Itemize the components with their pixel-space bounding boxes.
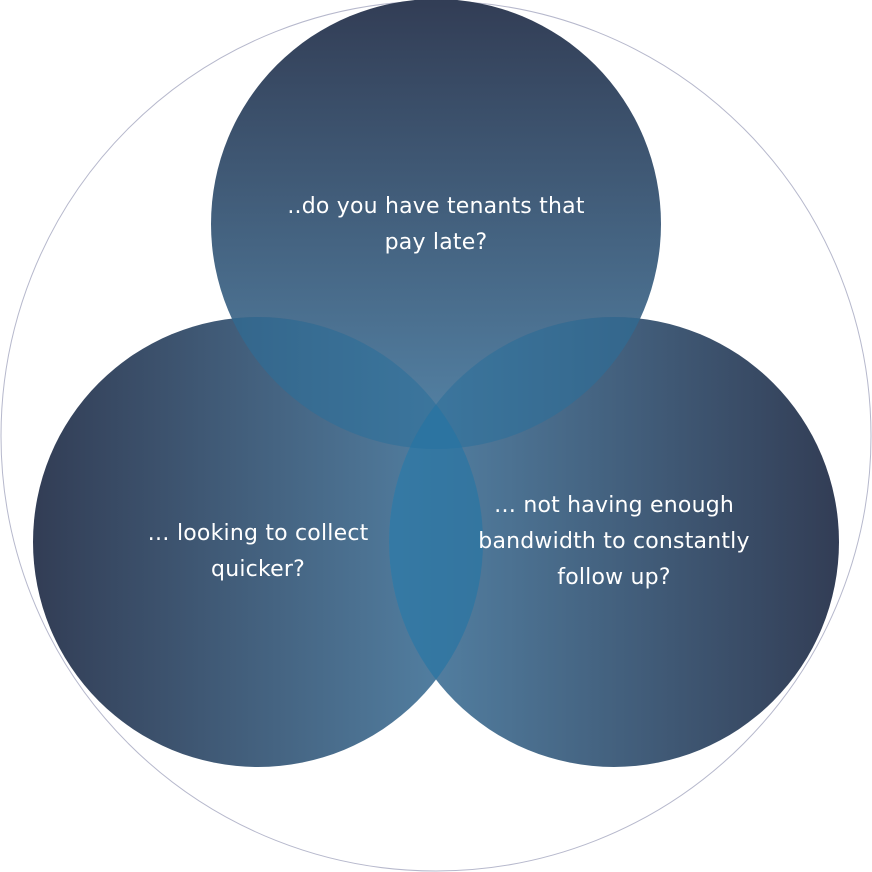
venn-label-right: … not having enough bandwidth to constan… [478,493,750,590]
venn-label-left: … looking to collect quicker? [147,521,369,582]
overlap-top-left [211,317,483,449]
venn-label-top: ..do you have tenants that pay late? [287,194,585,255]
overlap-top-right [389,317,661,449]
